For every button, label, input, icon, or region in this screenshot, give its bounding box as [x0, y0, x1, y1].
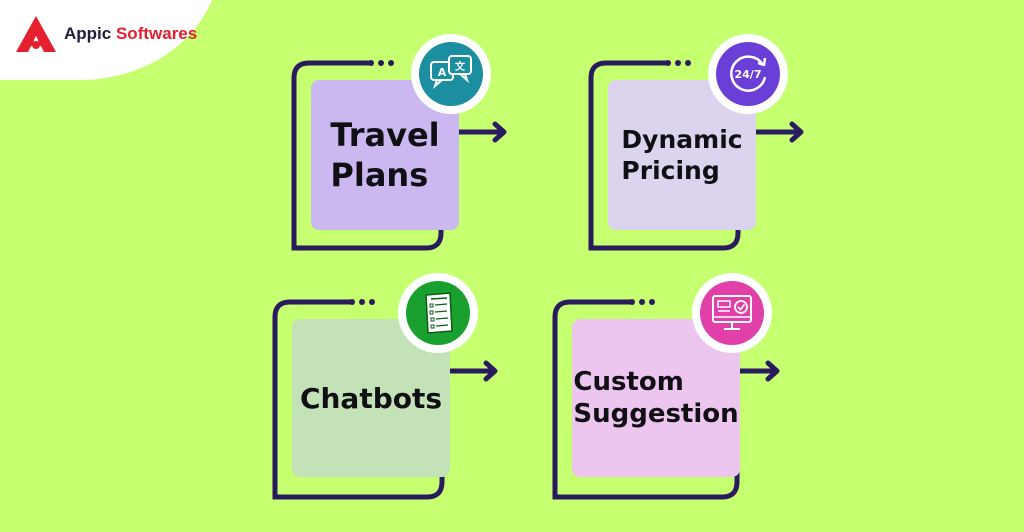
card-custom-suggestion: Custom Suggestion — [552, 273, 782, 500]
card-title-line1: Travel — [330, 116, 440, 154]
card-title-line1: Custom — [573, 366, 684, 397]
card-label-box: Chatbots — [292, 319, 450, 477]
brand-name: Appic Softwares — [64, 24, 197, 44]
icon-badge: 24/7 — [708, 34, 788, 114]
card-frame — [552, 299, 780, 500]
appic-logo-icon — [16, 16, 56, 52]
translate-chat-icon: A 文 — [430, 55, 472, 90]
card-dynamic-pricing: Dynamic Pricing 24/7 — [588, 34, 818, 258]
svg-text:A: A — [438, 66, 447, 79]
svg-text:文: 文 — [455, 60, 466, 73]
card-title-line1: Chatbots — [299, 381, 443, 415]
card-travel-plans: Travel Plans A 文 — [291, 34, 521, 258]
card-title-line2: Pricing — [621, 156, 720, 185]
card-label-box: Dynamic Pricing — [608, 80, 756, 230]
card-title-line2: Suggestion — [573, 399, 739, 429]
card-frame — [588, 60, 804, 251]
brand-name-part1: Appic — [64, 24, 112, 43]
card-title-line2: Plans — [330, 156, 429, 194]
monitor-check-icon — [712, 295, 752, 330]
brand-name-part2: Softwares — [115, 24, 198, 43]
brand-logo[interactable]: Appic Softwares — [14, 14, 197, 54]
card-frame — [272, 299, 498, 500]
24-7-refresh-icon: 24/7 — [730, 55, 767, 92]
24-7-label: 24/7 — [735, 68, 762, 81]
card-chatbots: Chatbots — [272, 273, 502, 500]
icon-badge — [398, 273, 478, 353]
icon-badge: A 文 — [411, 34, 491, 114]
card-frame — [291, 60, 507, 251]
icon-badge — [692, 273, 772, 353]
card-title-line1: Dynamic — [621, 124, 743, 154]
checklist-document-icon — [425, 292, 453, 334]
